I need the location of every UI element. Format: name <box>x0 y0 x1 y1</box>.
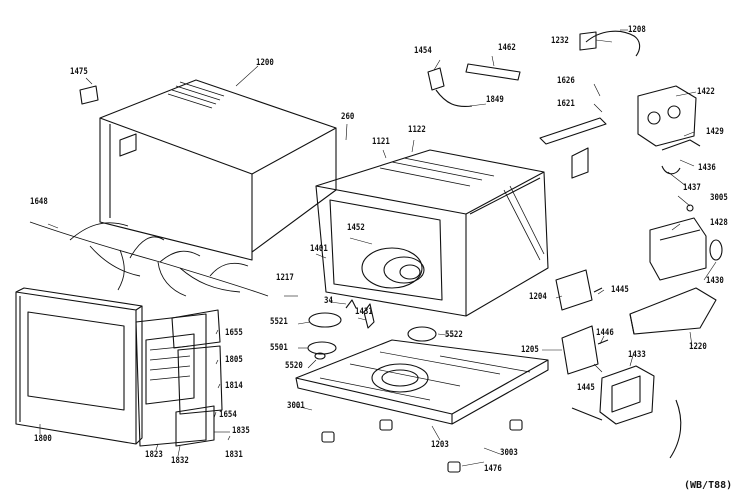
top-brackets <box>427 63 607 179</box>
part-label-1476: 1476 <box>484 464 502 474</box>
part-label-1122: 1122 <box>408 125 426 135</box>
part-label-1208: 1208 <box>628 25 646 35</box>
part-label-1401: 1401 <box>310 244 328 254</box>
part-label-1654: 1654 <box>219 410 237 420</box>
part-label-5522: 5522 <box>445 330 463 340</box>
part-label-3001: 3001 <box>287 401 305 411</box>
part-label-1217: 1217 <box>276 273 294 283</box>
diagram-code: (WB/T88) <box>684 480 733 491</box>
part-label-1648: 1648 <box>30 197 48 207</box>
air-guide <box>629 287 717 335</box>
part-label-1232: 1232 <box>551 36 569 46</box>
part-label-1832: 1832 <box>171 456 189 466</box>
part-label-1437: 1437 <box>683 183 701 193</box>
outer-cabinet <box>99 79 337 261</box>
part-label-1454: 1454 <box>414 46 432 56</box>
part-label-1205: 1205 <box>521 345 539 355</box>
part-label-1203: 1203 <box>431 440 449 450</box>
part-label-1436: 1436 <box>698 163 716 173</box>
part-label-1445-bottom: 1445 <box>577 383 595 393</box>
part-label-1200: 1200 <box>256 58 274 68</box>
oven-cavity <box>315 149 549 317</box>
part-label-5501: 5501 <box>270 343 288 353</box>
part-label-1433: 1433 <box>628 350 646 360</box>
door-switches <box>555 269 609 375</box>
part-label-1121: 1121 <box>372 137 390 147</box>
part-label-3003: 3003 <box>500 448 518 458</box>
control-panel <box>135 309 223 447</box>
part-label-1220: 1220 <box>689 342 707 352</box>
power-cord <box>579 30 641 57</box>
part-label-1446: 1446 <box>596 328 614 338</box>
magnetron <box>649 204 723 281</box>
door-frame <box>15 287 143 445</box>
part-label-1621: 1621 <box>557 99 575 109</box>
part-label-1452: 1452 <box>347 223 365 233</box>
part-label-1655: 1655 <box>225 328 243 338</box>
plate-part <box>79 85 99 105</box>
wire-harness <box>29 221 269 297</box>
part-label-1805: 1805 <box>225 355 243 365</box>
part-label-1835: 1835 <box>232 426 250 436</box>
part-label-1831: 1831 <box>225 450 243 460</box>
part-label-5521: 5521 <box>270 317 288 327</box>
transformer <box>571 365 682 459</box>
leader-lines <box>39 29 717 467</box>
part-label-1422: 1422 <box>697 87 715 97</box>
base-plate <box>295 339 549 425</box>
part-label-260: 260 <box>341 112 355 122</box>
part-label-5520: 5520 <box>285 361 303 371</box>
part-label-1428: 1428 <box>710 218 728 228</box>
part-label-1429: 1429 <box>706 127 724 137</box>
part-label-1431: 1431 <box>355 307 373 317</box>
feet <box>321 419 523 473</box>
part-label-1430: 1430 <box>706 276 724 286</box>
fan-motor <box>637 85 701 175</box>
part-label-1445-top: 1445 <box>611 285 629 295</box>
part-label-1626: 1626 <box>557 76 575 86</box>
part-label-1462: 1462 <box>498 43 516 53</box>
part-label-34: 34 <box>324 296 333 306</box>
part-label-1800: 1800 <box>34 434 52 444</box>
part-label-1849: 1849 <box>486 95 504 105</box>
part-label-3005: 3005 <box>710 193 728 203</box>
part-label-1823: 1823 <box>145 450 163 460</box>
part-label-1814: 1814 <box>225 381 243 391</box>
part-label-1475: 1475 <box>70 67 88 77</box>
part-label-1204: 1204 <box>529 292 547 302</box>
